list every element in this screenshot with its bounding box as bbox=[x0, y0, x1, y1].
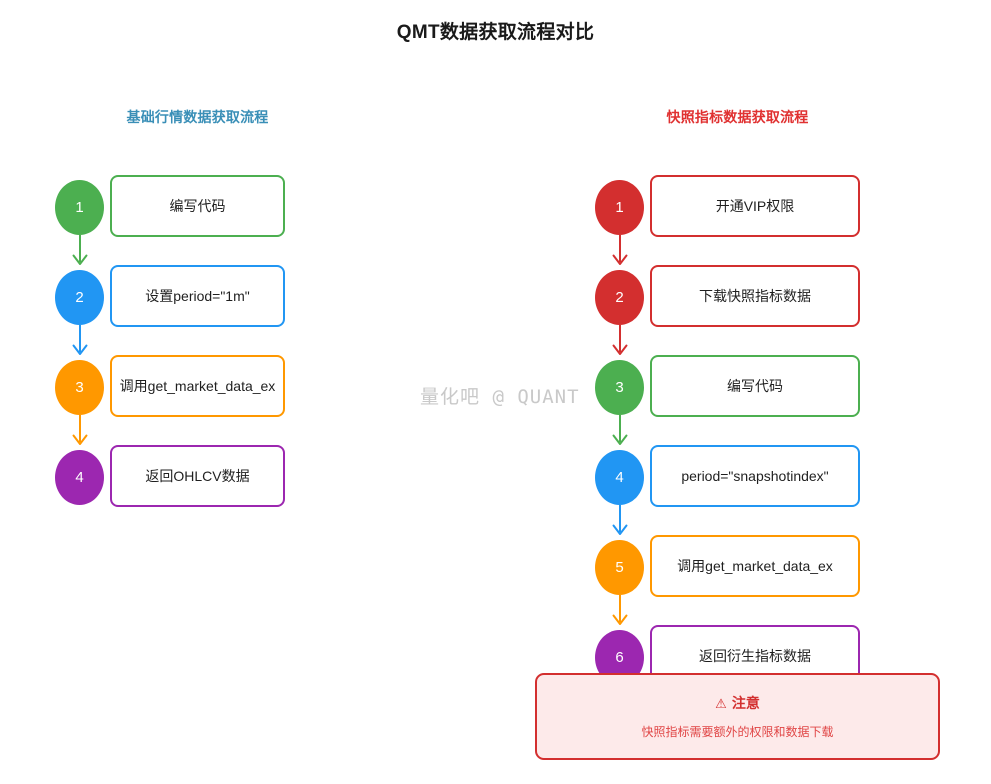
warning-title-text: 注意 bbox=[731, 695, 760, 711]
basic-step-number-1: 1 bbox=[55, 180, 104, 235]
basic-step-number-3: 3 bbox=[55, 360, 104, 415]
basic-step-box-4: 返回OHLCV数据 bbox=[110, 445, 285, 507]
warning-triangle-icon: ⚠ bbox=[715, 695, 727, 711]
snapshot-step-box-4: period="snapshotindex" bbox=[650, 445, 860, 507]
basic-arrow-3-to-4 bbox=[72, 415, 88, 447]
snapshot-step-number-4: 4 bbox=[595, 450, 644, 505]
basic-arrow-2-to-3 bbox=[72, 325, 88, 357]
basic-arrow-1-to-2 bbox=[72, 235, 88, 267]
basic-step-number-4: 4 bbox=[55, 450, 104, 505]
snapshot-arrow-3-to-4 bbox=[612, 415, 628, 447]
basic-step-box-3: 调用get_market_data_ex bbox=[110, 355, 285, 417]
snapshot-step-number-5: 5 bbox=[595, 540, 644, 595]
left-column-header: 基础行情数据获取流程 bbox=[126, 109, 269, 125]
snapshot-step-number-1: 1 bbox=[595, 180, 644, 235]
snapshot-arrow-1-to-2 bbox=[612, 235, 628, 267]
right-column-header: 快照指标数据获取流程 bbox=[666, 109, 809, 125]
snapshot-step-box-2: 下载快照指标数据 bbox=[650, 265, 860, 327]
snapshot-step-number-2: 2 bbox=[595, 270, 644, 325]
snapshot-step-number-3: 3 bbox=[595, 360, 644, 415]
watermark: 量化吧 @ QUANT bbox=[420, 386, 580, 408]
warning-callout: ⚠ 注意 快照指标需要额外的权限和数据下载 bbox=[535, 673, 940, 760]
snapshot-arrow-2-to-3 bbox=[612, 325, 628, 357]
snapshot-step-box-1: 开通VIP权限 bbox=[650, 175, 860, 237]
page-title: QMT数据获取流程对比 bbox=[396, 22, 595, 43]
snapshot-arrow-5-to-6 bbox=[612, 595, 628, 627]
basic-step-number-2: 2 bbox=[55, 270, 104, 325]
warning-body-text: 快照指标需要额外的权限和数据下载 bbox=[641, 725, 834, 739]
warning-title: ⚠ 注意 bbox=[715, 693, 760, 713]
basic-step-box-1: 编写代码 bbox=[110, 175, 285, 237]
basic-step-box-2: 设置period="1m" bbox=[110, 265, 285, 327]
snapshot-step-box-3: 编写代码 bbox=[650, 355, 860, 417]
snapshot-arrow-4-to-5 bbox=[612, 505, 628, 537]
snapshot-step-box-5: 调用get_market_data_ex bbox=[650, 535, 860, 597]
